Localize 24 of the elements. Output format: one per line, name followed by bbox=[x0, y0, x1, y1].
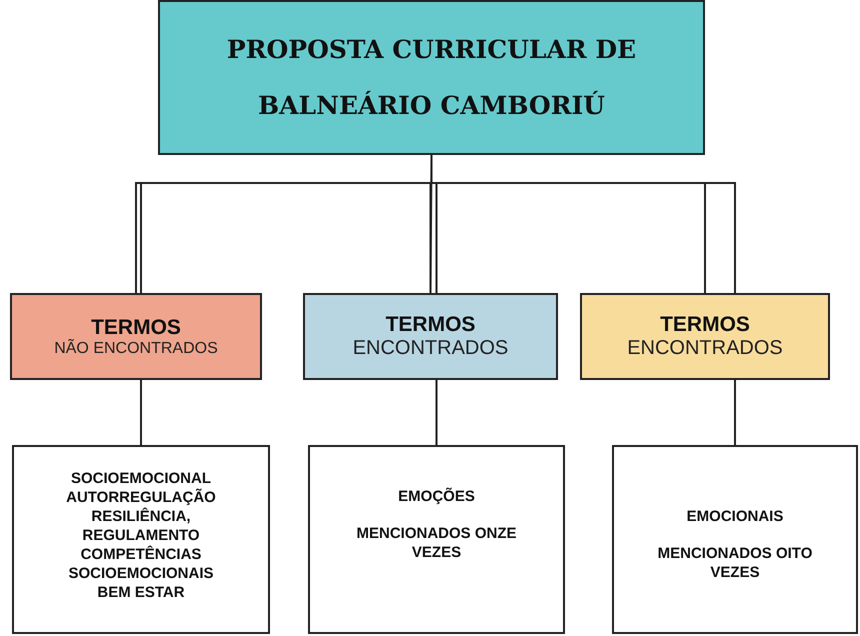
category-box bbox=[10, 293, 262, 380]
term-text: EMOÇÕES bbox=[398, 487, 475, 506]
title-text: PROPOSTA CURRICULAR DE BALNEÁRIO CAMBORIÚ bbox=[226, 34, 638, 122]
category-heading: TERMOS bbox=[660, 313, 750, 337]
term-text: COMPETÊNCIAS SOCIOEMOCIONAIS bbox=[67, 545, 214, 583]
term-text: MENCIONADOS OITO VEZES bbox=[656, 544, 814, 582]
category-box bbox=[580, 293, 830, 380]
category-subheading: NÃO ENCONTRADOS bbox=[54, 340, 218, 358]
category-heading: TERMOS bbox=[91, 316, 181, 340]
category-subheading: ENCONTRADOS bbox=[627, 337, 783, 360]
terms-box bbox=[612, 445, 858, 634]
term-text: REGULAMENTO bbox=[82, 526, 200, 545]
term-text: SOCIOEMOCIONAL bbox=[70, 469, 211, 488]
category-heading: TERMOS bbox=[386, 313, 476, 337]
category-box bbox=[303, 293, 558, 380]
title-box bbox=[158, 0, 705, 155]
category-subheading: ENCONTRADOS bbox=[352, 337, 508, 360]
terms-box bbox=[308, 445, 565, 634]
term-text: AUTORREGULAÇÃO bbox=[66, 488, 216, 507]
terms-box bbox=[12, 445, 270, 634]
term-text: EMOCIONAIS bbox=[686, 507, 784, 526]
term-text: MENCIONADOS ONZE VEZES bbox=[355, 524, 518, 562]
term-text: BEM ESTAR bbox=[97, 583, 185, 602]
term-text: RESILIÊNCIA, bbox=[91, 507, 191, 526]
